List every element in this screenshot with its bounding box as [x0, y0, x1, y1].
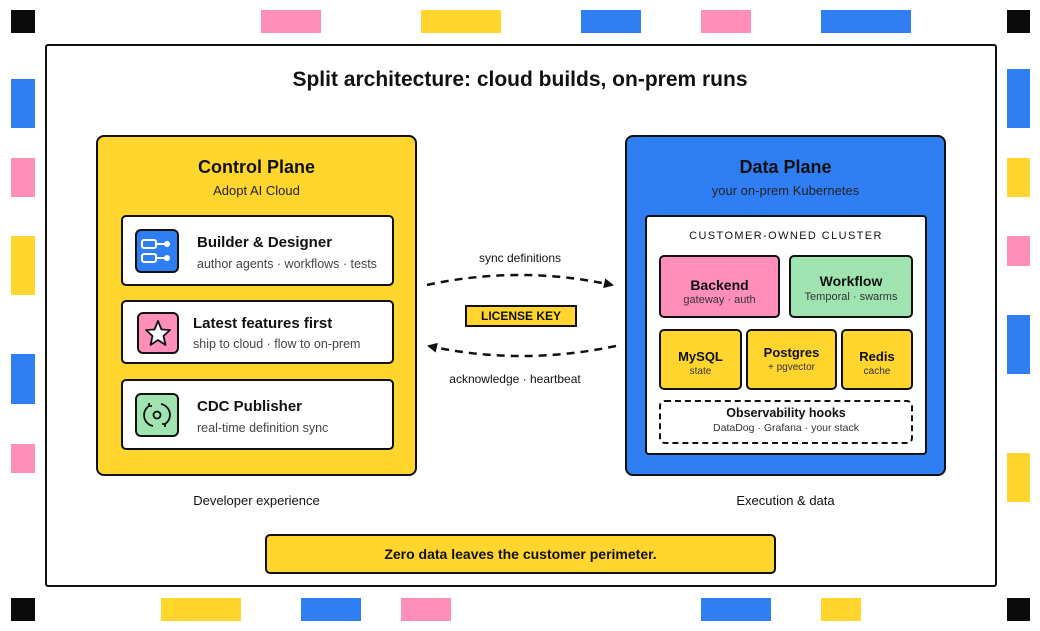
cluster-label: CUSTOMER-OWNED CLUSTER	[689, 230, 883, 242]
observability-desc: DataDog · Grafana · your stack	[713, 422, 859, 434]
corner-block	[11, 10, 35, 33]
sync-definitions-label: sync definitions	[478, 251, 562, 265]
control-plane-caption: Developer experience	[193, 493, 320, 508]
customer-cluster: CUSTOMER-OWNED CLUSTER Backend gateway ·…	[645, 215, 927, 455]
corner-block	[1007, 10, 1030, 33]
card-builder-designer: Builder & Designer author agents · workf…	[121, 215, 394, 286]
decor-block	[11, 158, 35, 197]
decor-block	[401, 598, 451, 621]
service-postgres: Postgres + pgvector	[746, 329, 837, 390]
decor-block	[11, 444, 35, 473]
perimeter-banner: Zero data leaves the customer perimeter.	[265, 534, 776, 574]
decor-block	[581, 10, 641, 33]
service-name: Workflow	[819, 273, 883, 289]
service-desc: + pgvector	[768, 362, 815, 373]
card-title: CDC Publisher	[197, 398, 303, 415]
sync-arrow	[426, 273, 614, 289]
observability-title: Observability hooks	[726, 406, 846, 420]
service-name: Redis	[859, 349, 895, 364]
decor-block	[1007, 236, 1030, 266]
corner-block	[1007, 598, 1030, 621]
data-plane-title: Data Plane	[739, 157, 832, 177]
decor-block	[261, 10, 321, 33]
service-backend: Backend gateway · auth	[659, 255, 780, 318]
card-subtitle: real-time definition sync	[197, 421, 329, 435]
decor-block	[1007, 315, 1030, 374]
decor-block	[1007, 158, 1030, 197]
decor-block	[161, 598, 241, 621]
service-desc: gateway · auth	[683, 294, 756, 306]
observability-hooks: Observability hooks DataDog · Grafana · …	[659, 400, 913, 444]
decor-block	[11, 79, 35, 128]
card-title: Builder & Designer	[197, 234, 333, 251]
service-name: Backend	[690, 277, 749, 293]
data-plane: Data Plane your on-prem Kubernetes CUSTO…	[625, 135, 946, 476]
decor-block	[1007, 453, 1030, 502]
heartbeat-arrow	[427, 342, 617, 358]
decor-block	[821, 598, 861, 621]
sync-icon	[135, 393, 179, 437]
license-key-badge: LICENSE KEY	[465, 305, 577, 327]
star-icon	[137, 312, 179, 354]
decor-block	[1007, 69, 1030, 128]
decor-block	[701, 10, 751, 33]
card-latest-features: Latest features first ship to cloud · fl…	[121, 300, 394, 364]
corner-block	[11, 598, 35, 621]
decor-block	[301, 598, 361, 621]
control-plane-title: Control Plane	[197, 157, 315, 177]
service-desc: Temporal · swarms	[804, 291, 898, 303]
control-plane-subtitle: Adopt AI Cloud	[213, 183, 300, 198]
data-plane-subtitle: your on-prem Kubernetes	[711, 183, 860, 198]
workflow-nodes-icon	[135, 229, 179, 273]
card-title: Latest features first	[193, 315, 333, 332]
service-workflow: Workflow Temporal · swarms	[789, 255, 913, 318]
card-subtitle: ship to cloud · flow to on-prem	[193, 337, 361, 351]
service-name: MySQL	[678, 349, 723, 364]
diagram-title: Split architecture: cloud builds, on-pre…	[292, 68, 748, 91]
card-subtitle: author agents · workflows · tests	[197, 257, 377, 271]
heartbeat-label: acknowledge · heartbeat	[449, 372, 581, 386]
service-mysql: MySQL state	[659, 329, 742, 390]
decor-block	[11, 236, 35, 295]
decor-block	[701, 598, 771, 621]
service-redis: Redis cache	[841, 329, 913, 390]
card-cdc-publisher: CDC Publisher real-time definition sync	[121, 379, 394, 450]
control-plane: Control Plane Adopt AI Cloud Builder & D…	[96, 135, 417, 476]
service-desc: state	[689, 366, 712, 377]
service-name: Postgres	[763, 345, 820, 360]
decor-block	[821, 10, 911, 33]
decor-block	[421, 10, 501, 33]
decor-block	[11, 354, 35, 404]
service-desc: cache	[863, 366, 891, 377]
data-plane-caption: Execution & data	[736, 493, 835, 508]
